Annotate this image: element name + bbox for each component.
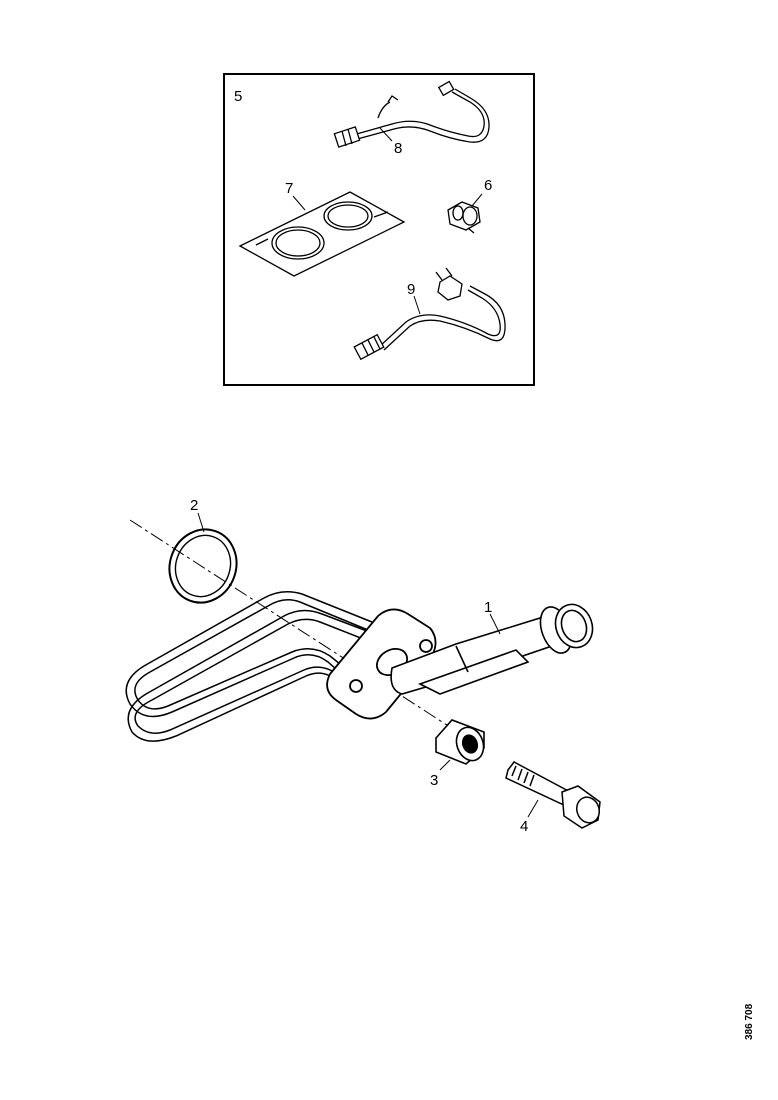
leader-8 [379,127,393,142]
clip-6 [447,201,481,234]
leader-4 [527,799,539,818]
callout-9: 9 [407,281,415,298]
callout-2: 2 [190,497,198,514]
sealing-ring-2 [168,528,238,604]
callout-1: 1 [484,599,492,616]
leader-3 [439,759,451,771]
spacer-3 [435,719,485,765]
sensor-tube-1 [390,603,594,695]
sensor-cable-8 [333,80,490,148]
kit-box: 5 [223,73,535,386]
bolt-4 [505,761,601,829]
heating-element [125,591,381,742]
leader-1 [489,613,501,635]
callout-8: 8 [394,140,402,157]
drawing-reference: 386 708 [744,1003,755,1040]
centre-line [129,519,471,741]
callout-6: 6 [484,177,492,194]
callout-7: 7 [285,180,293,197]
leader-7 [292,195,306,211]
gasket-sheet-7 [238,191,406,277]
callout-4: 4 [520,818,528,835]
leader-6 [471,193,483,207]
callout-3: 3 [430,772,438,789]
leader-9 [413,295,421,315]
kit-label: 5 [234,88,242,105]
cable-9 [353,267,506,361]
leader-2 [197,512,205,533]
